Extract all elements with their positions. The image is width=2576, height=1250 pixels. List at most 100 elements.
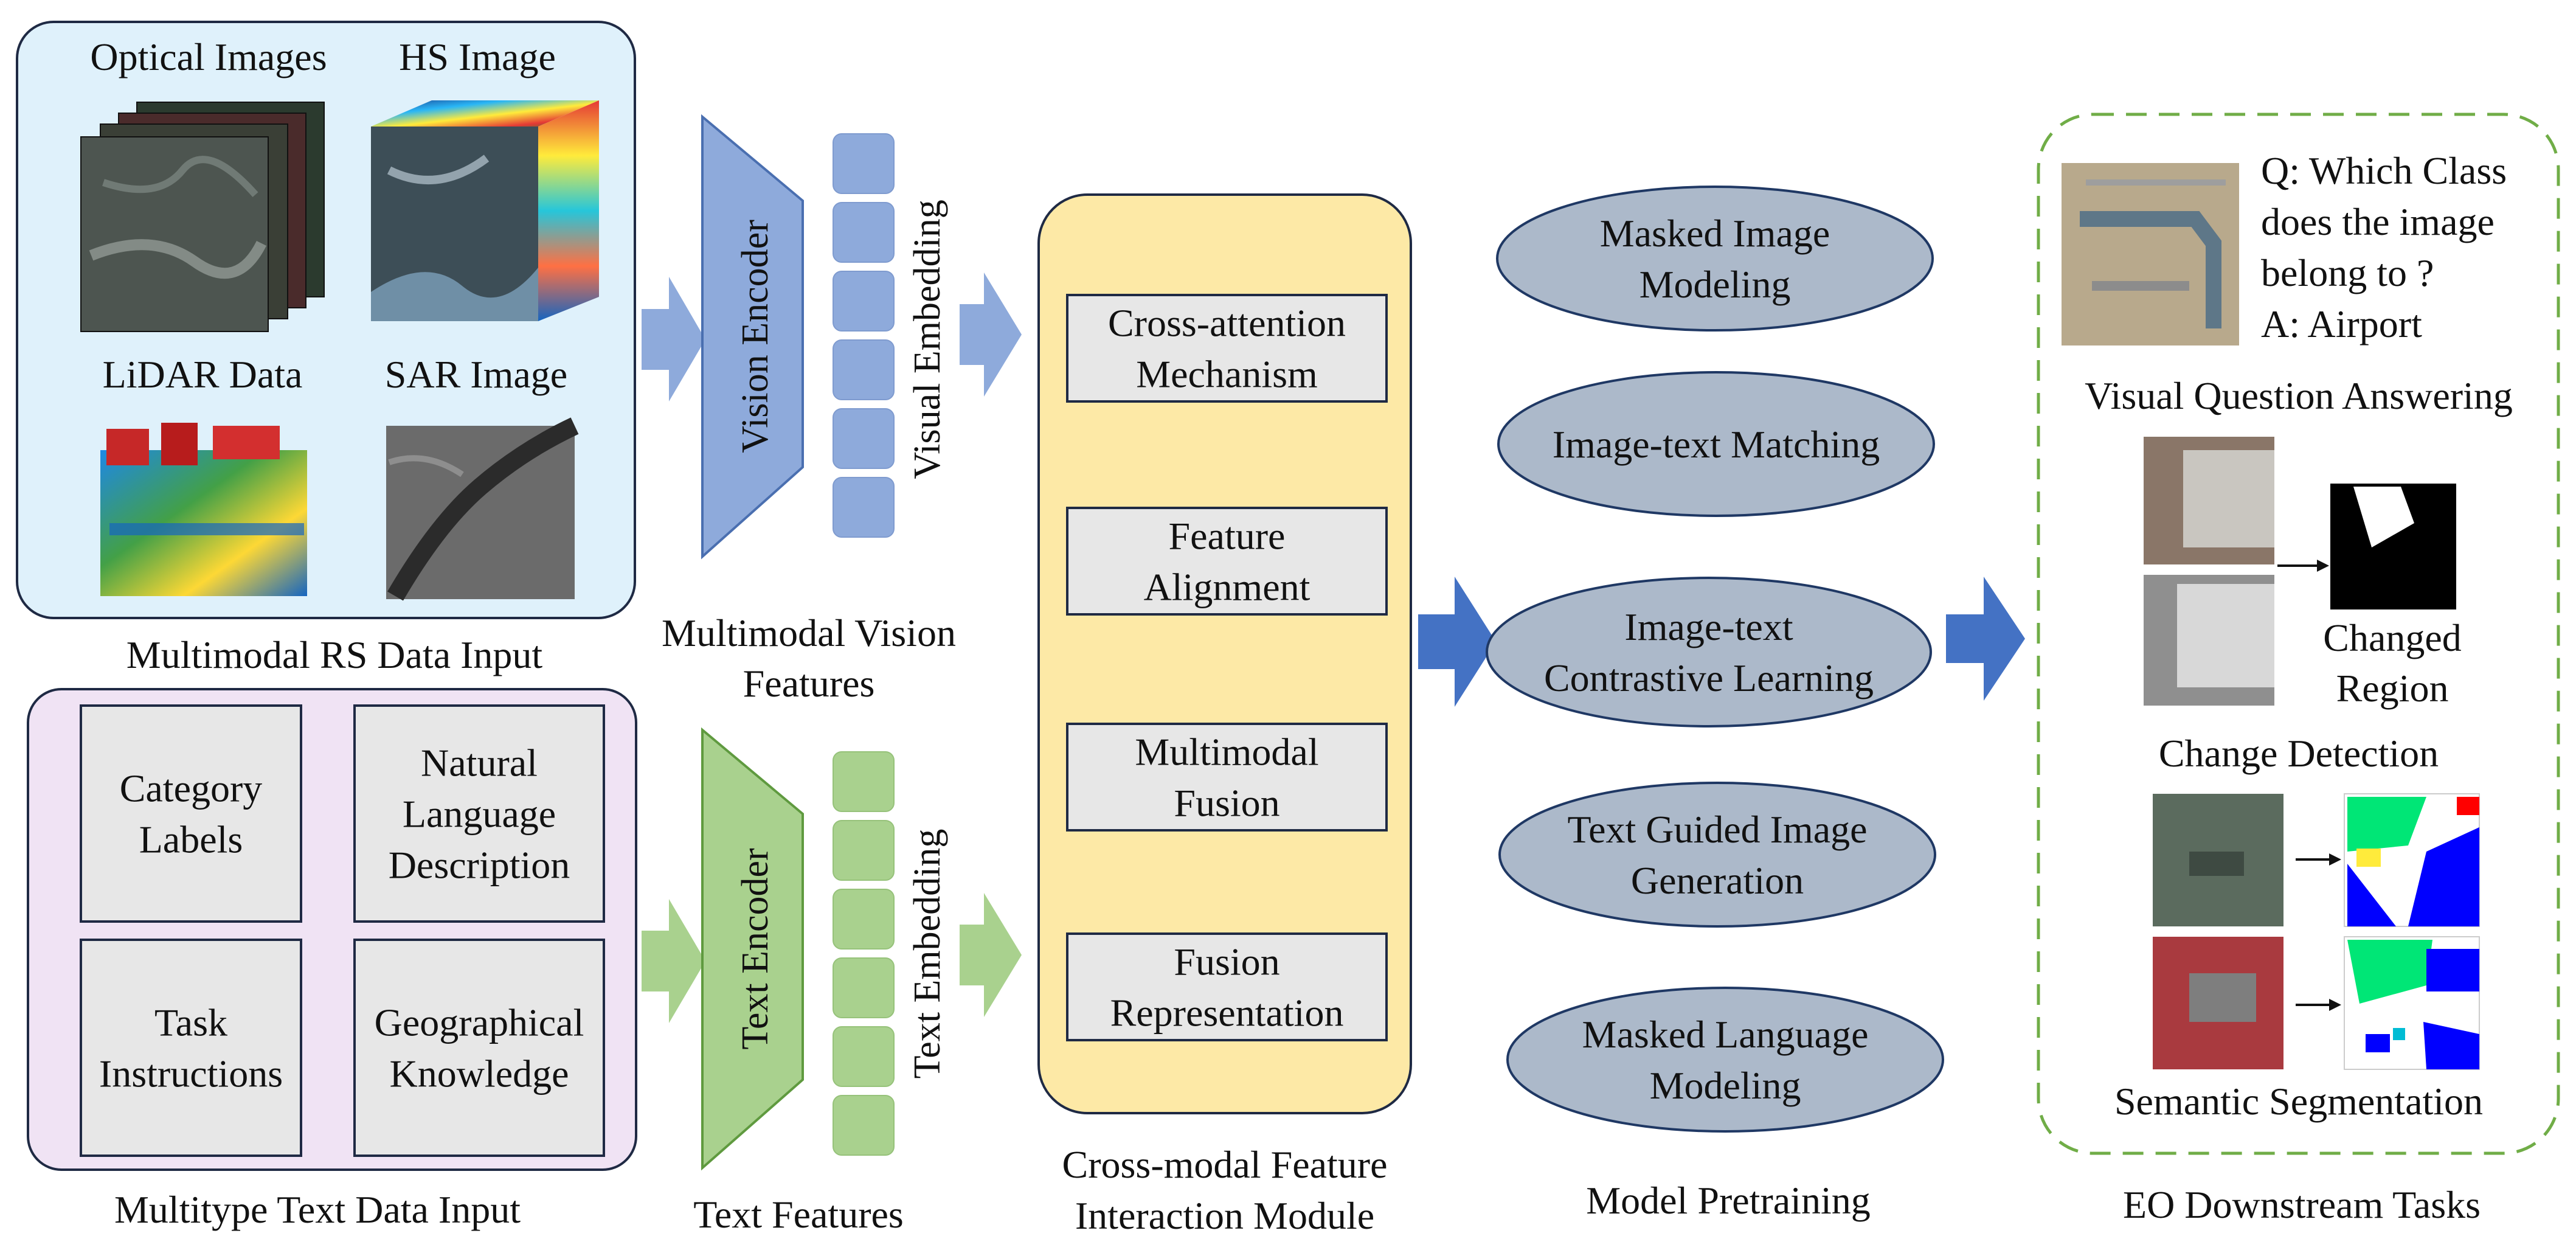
module-box-2-label-line-2: Alignment xyxy=(1144,565,1311,608)
arrow-rs-to-vision xyxy=(642,277,705,401)
vqa-question-line2: does the image xyxy=(2261,200,2495,243)
visual-embedding-block-2 xyxy=(833,202,895,263)
lidar-data-label: LiDAR Data xyxy=(103,353,303,396)
pretraining-task-3-label-line-1: Image-text xyxy=(1624,605,1793,648)
changed-region-line1: Changed xyxy=(2323,616,2462,659)
text-input-box-2-label-line-2: Language xyxy=(403,792,556,835)
vqa-answer: A: Airport xyxy=(2261,302,2422,345)
visual-embedding-block-5 xyxy=(833,408,895,469)
pretraining-task-4-label-line-1: Text Guided Image xyxy=(1567,808,1867,851)
segmentation-title: Semantic Segmentation xyxy=(2114,1080,2483,1123)
changed-region-mask xyxy=(2330,484,2456,609)
pretraining-task-5-label-line-2: Modeling xyxy=(1650,1064,1801,1107)
arrow-pretraining-to-downstream xyxy=(1946,577,2025,701)
hs-image-label: HS Image xyxy=(399,35,556,78)
pretraining-task-1-label-line-1: Masked Image xyxy=(1600,212,1830,255)
text-input-box-2-label-line-3: Description xyxy=(389,843,570,886)
text-input-box-3-label-line-2: Instructions xyxy=(99,1052,283,1095)
visual-embedding-block-6 xyxy=(833,477,895,538)
sar-image xyxy=(386,417,579,601)
module-box-4-label-line-2: Representation xyxy=(1110,991,1344,1034)
change-detection-title: Change Detection xyxy=(2159,732,2439,775)
pretraining-task-4 xyxy=(1498,782,1936,928)
vision-encoder-label: Vision Encoder xyxy=(735,220,776,453)
text-embedding-block-4 xyxy=(833,957,895,1018)
module-boxes: Cross-attentionMechanismFeatureAlignment… xyxy=(1066,294,1388,1041)
pretraining-task-1-label-line-2: Modeling xyxy=(1639,263,1791,306)
text-input-box-1-label-line-2: Labels xyxy=(139,818,243,861)
module-box-1 xyxy=(1066,294,1388,403)
text-embedding-blocks xyxy=(833,751,895,1156)
text-input-box-3 xyxy=(80,939,302,1157)
rs-data-panel: Optical Images HS Image LiDAR Data SAR I… xyxy=(16,21,636,619)
text-panel-caption: Multitype Text Data Input xyxy=(114,1188,521,1231)
text-embedding-block-1 xyxy=(833,751,895,812)
text-embedding-block-5 xyxy=(833,1026,895,1087)
text-embedding-label: Text Embedding xyxy=(907,829,948,1079)
vqa-airport-image xyxy=(2062,163,2239,345)
module-caption-line1: Cross-modal Feature xyxy=(1062,1143,1388,1186)
hs-image-cube xyxy=(371,100,599,321)
visual-embedding-blocks xyxy=(833,133,895,538)
text-input-box-1 xyxy=(80,704,302,923)
optical-images-stack xyxy=(80,102,325,332)
module-box-4-label-line-1: Fusion xyxy=(1174,940,1279,983)
text-embedding-block-2 xyxy=(833,820,895,881)
module-box-3 xyxy=(1066,723,1388,832)
vqa-question-line3: belong to ? xyxy=(2261,251,2434,294)
text-input-box-2-label-line-1: Natural xyxy=(421,741,538,784)
seg-arrow-head-1 xyxy=(2329,853,2341,866)
module-box-4 xyxy=(1066,932,1388,1041)
downstream-box xyxy=(2037,113,2560,1155)
arrow-text-to-encoder xyxy=(642,899,705,1023)
seg-arrow-head-2 xyxy=(2329,999,2341,1011)
module-box-1-label-line-1: Cross-attention xyxy=(1108,301,1346,344)
text-input-box-3-label-line-1: Task xyxy=(154,1001,227,1044)
module-box-2 xyxy=(1066,507,1388,616)
optical-images-label: Optical Images xyxy=(90,35,327,78)
text-embedding-block-3 xyxy=(833,889,895,950)
pretraining-task-5-label-line-1: Masked Language xyxy=(1582,1013,1869,1056)
text-features-caption: Text Features xyxy=(693,1193,904,1236)
text-input-box-4 xyxy=(353,939,605,1157)
visual-embedding-block-3 xyxy=(833,271,895,332)
vision-features-caption-line1: Multimodal Vision xyxy=(662,611,956,655)
pretraining-caption: Model Pretraining xyxy=(1586,1179,1870,1222)
visual-embedding-block-1 xyxy=(833,133,895,194)
changed-region-line2: Region xyxy=(2336,667,2449,710)
module-box-3-label-line-1: Multimodal xyxy=(1135,730,1318,773)
text-encoder-label: Text Encoder xyxy=(735,848,776,1050)
arrow-text-to-module xyxy=(960,893,1022,1017)
vqa-title: Visual Question Answering xyxy=(2085,374,2513,417)
pretraining-task-2-label-line-1: Image-text Matching xyxy=(1553,423,1880,466)
pretraining-task-3-label-line-2: Contrastive Learning xyxy=(1544,656,1874,700)
pretraining-task-2 xyxy=(1497,371,1935,517)
pretraining-task-3 xyxy=(1486,577,1932,727)
lidar-data-image xyxy=(100,423,307,596)
text-input-box-1-label-line-1: Category xyxy=(120,766,263,810)
module-box-3-label-line-2: Fusion xyxy=(1174,781,1279,824)
text-input-box-2 xyxy=(353,704,605,923)
pretraining-task-4-label-line-2: Generation xyxy=(1631,859,1804,902)
text-input-box-4-label-line-1: Geographical xyxy=(375,1001,584,1044)
module-box-2-label-line-1: Feature xyxy=(1169,514,1286,557)
text-input-box-4-label-line-2: Knowledge xyxy=(389,1052,569,1095)
change-detection-images xyxy=(2144,437,2274,706)
vision-features-caption-line2: Features xyxy=(743,662,875,705)
pretraining-task-5 xyxy=(1506,987,1944,1133)
sar-image-label: SAR Image xyxy=(385,353,567,396)
arrow-visual-to-module xyxy=(960,273,1022,397)
text-embedding-block-6 xyxy=(833,1095,895,1156)
segmentation-images xyxy=(2153,794,2283,1069)
module-caption-line2: Interaction Module xyxy=(1075,1194,1374,1237)
vqa-question-line1: Q: Which Class xyxy=(2261,149,2507,192)
downstream-caption: EO Downstream Tasks xyxy=(2123,1183,2481,1226)
segmentation-masks xyxy=(2344,793,2480,1070)
cross-modal-module-box xyxy=(1037,193,1412,1114)
rs-panel-caption: Multimodal RS Data Input xyxy=(126,633,543,676)
visual-embedding-label: Visual Embedding xyxy=(907,200,948,479)
